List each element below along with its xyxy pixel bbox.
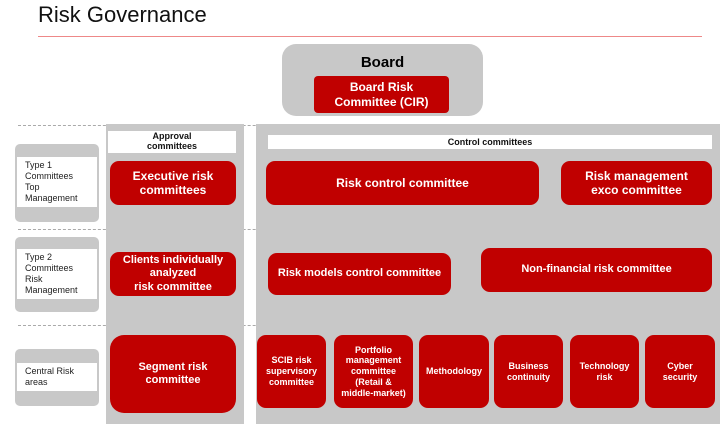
level-label: Type 1 Committees Top Management	[17, 157, 97, 207]
business-continuity: Business continuity	[494, 335, 563, 408]
executive-risk-committees: Executive risk committees	[110, 161, 236, 205]
clients-individually-analyzed-committee: Clients individually analyzed risk commi…	[110, 252, 236, 296]
control-header: Control committees	[268, 135, 712, 149]
title-divider	[38, 36, 702, 37]
scib-risk-supervisory-committee: SCIB risk supervisory committee	[257, 335, 326, 408]
risk-control-committee: Risk control committee	[266, 161, 539, 205]
segment-risk-committee: Segment risk committee	[110, 335, 236, 413]
risk-management-exco-committee: Risk management exco committee	[561, 161, 712, 205]
approval-header: Approval committees	[108, 131, 236, 153]
board-risk-committee: Board Risk Committee (CIR)	[314, 76, 449, 113]
cyber-security: Cyber security	[645, 335, 715, 408]
level-label: Type 2 Committees Risk Management	[17, 249, 97, 299]
risk-models-control-committee: Risk models control committee	[268, 253, 451, 295]
technology-risk: Technology risk	[570, 335, 639, 408]
methodology: Methodology	[419, 335, 489, 408]
portfolio-management-committee: Portfolio management committee (Retail &…	[334, 335, 413, 408]
page-title: Risk Governance	[38, 2, 207, 27]
level-label: Central Risk areas	[17, 363, 97, 391]
board-label: Board	[360, 54, 405, 71]
non-financial-risk-committee: Non-financial risk committee	[481, 248, 712, 292]
